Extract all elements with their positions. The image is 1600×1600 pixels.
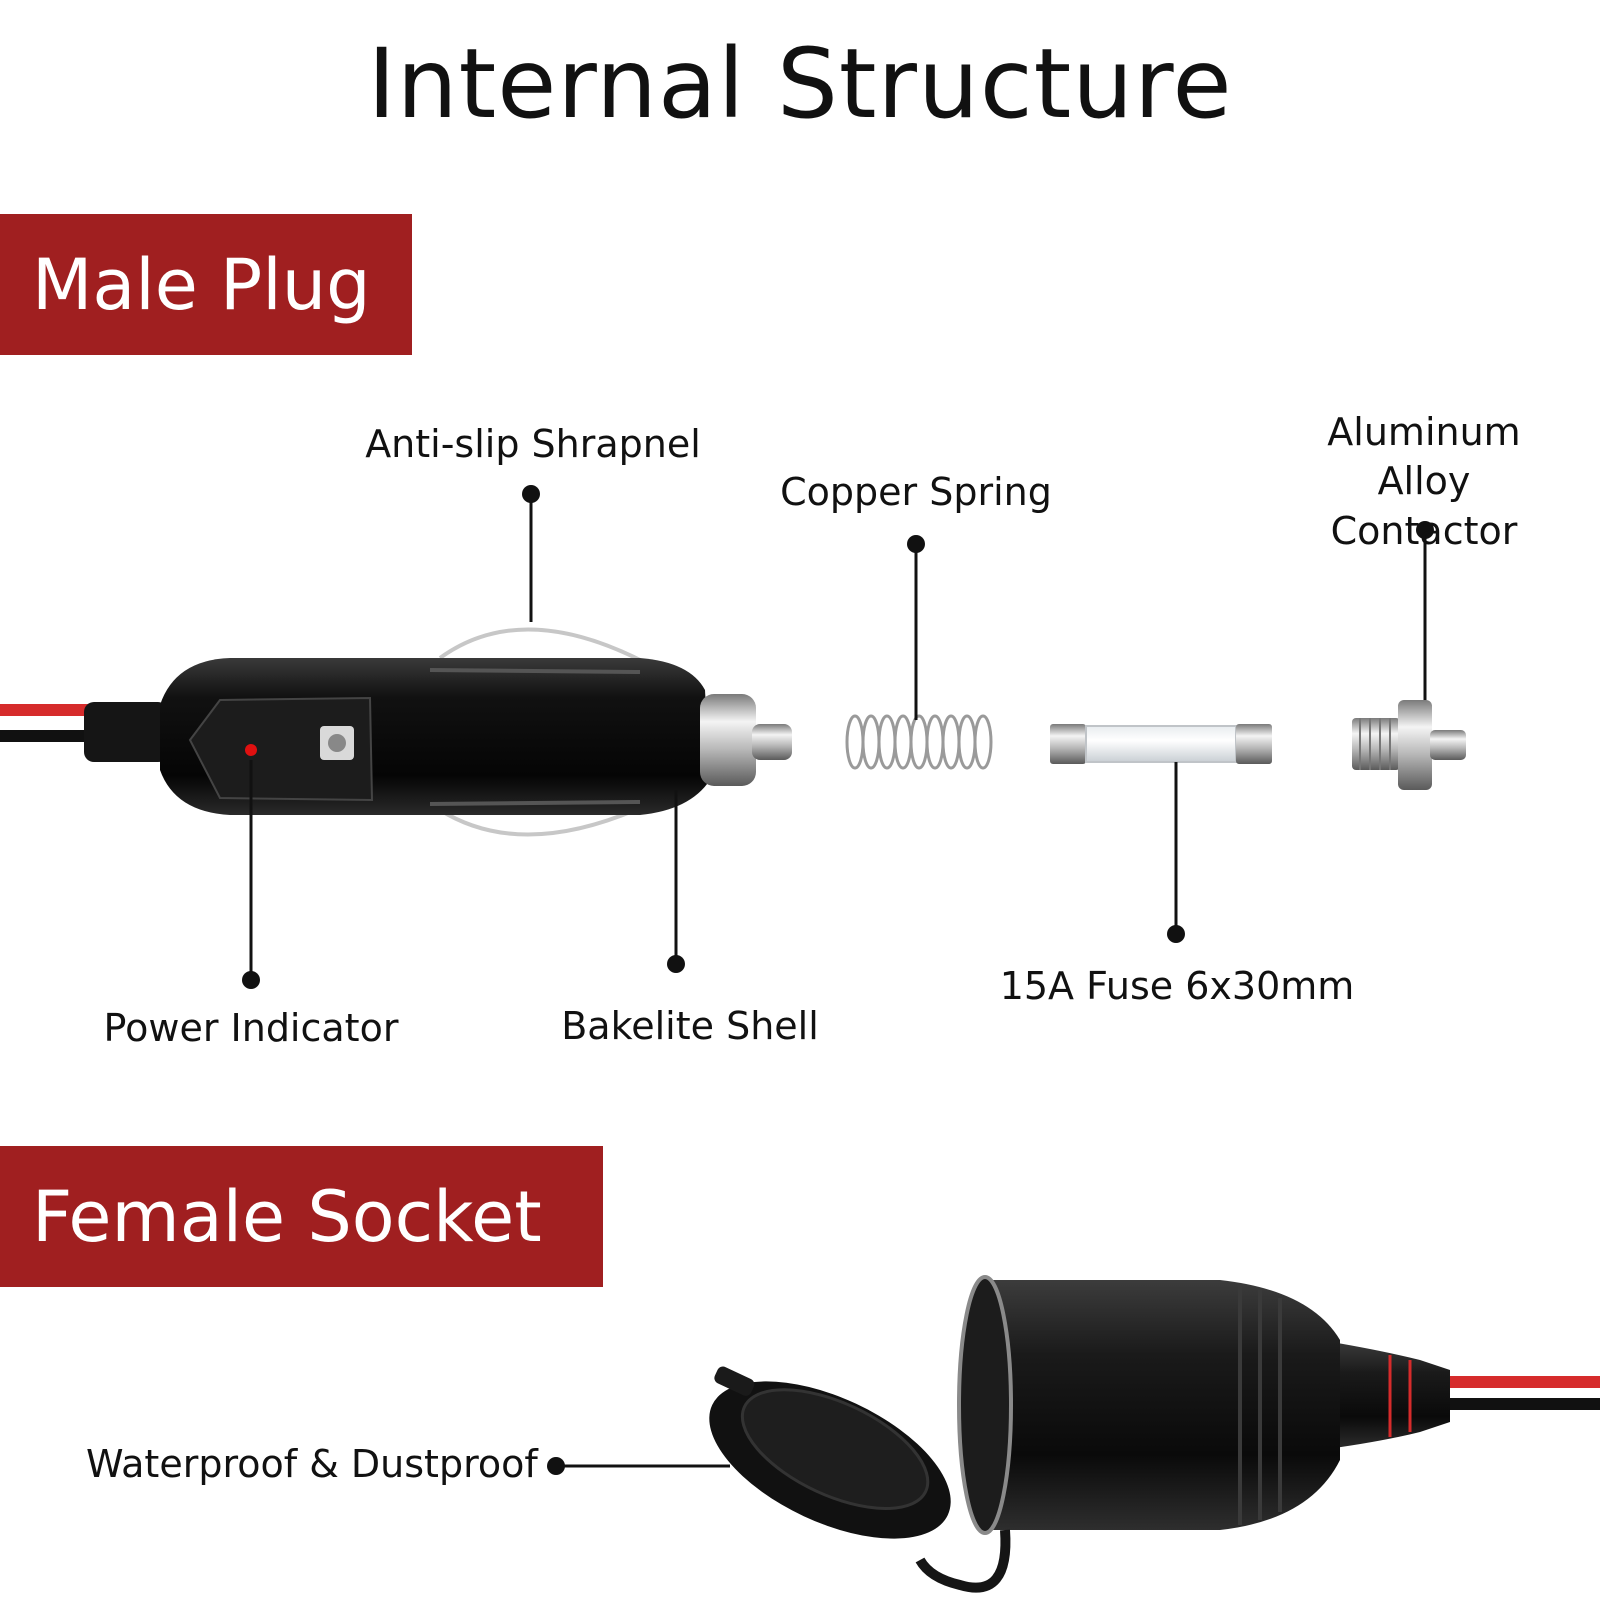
label-waterproof-dustproof: Waterproof & Dustproof	[86, 1442, 538, 1486]
led-indicator	[245, 744, 257, 756]
screw-head	[328, 734, 346, 752]
page-title: Internal Structure	[367, 28, 1233, 140]
label-bakelite-shell: Bakelite Shell	[561, 1004, 819, 1048]
switch-panel	[188, 696, 374, 802]
dust-cap	[709, 1366, 951, 1539]
shrapnel-bottom	[438, 806, 641, 837]
section-banner-female-socket: Female Socket	[0, 1146, 603, 1287]
fuse-illustration	[1050, 724, 1272, 764]
section-label-male-plug: Male Plug	[32, 243, 371, 326]
socket-red-wire	[1440, 1376, 1600, 1388]
socket-body	[980, 1280, 1340, 1530]
copper-spring-illustration	[845, 714, 993, 770]
plug-groove	[429, 668, 641, 674]
black-wire	[0, 730, 100, 742]
metal-tip	[752, 724, 792, 760]
section-banner-male-plug: Male Plug	[0, 214, 412, 355]
label-fuse: 15A Fuse 6x30mm	[999, 964, 1355, 1008]
socket-black-wire	[1440, 1398, 1600, 1410]
label-power-indicator: Power Indicator	[103, 1006, 399, 1050]
metal-collar	[700, 694, 756, 786]
contactor-illustration	[1352, 700, 1466, 790]
male-plug-illustration	[0, 627, 792, 837]
label-aluminum-alloy-contactor: Aluminum Alloy Contactor	[1327, 410, 1521, 553]
strain-relief	[84, 702, 168, 762]
socket-rear-boot	[1320, 1340, 1450, 1450]
cap-tether	[915, 1529, 1011, 1593]
section-label-female-socket: Female Socket	[32, 1175, 542, 1258]
leader-lines	[242, 485, 1434, 1475]
shrapnel-top	[438, 627, 641, 662]
female-socket-illustration	[709, 1275, 1600, 1593]
red-wire	[0, 704, 100, 716]
plug-groove-2	[429, 800, 641, 806]
label-copper-spring: Copper Spring	[780, 470, 1052, 514]
label-anti-slip-shrapnel: Anti-slip Shrapnel	[365, 422, 701, 466]
socket-mouth	[957, 1275, 1013, 1535]
